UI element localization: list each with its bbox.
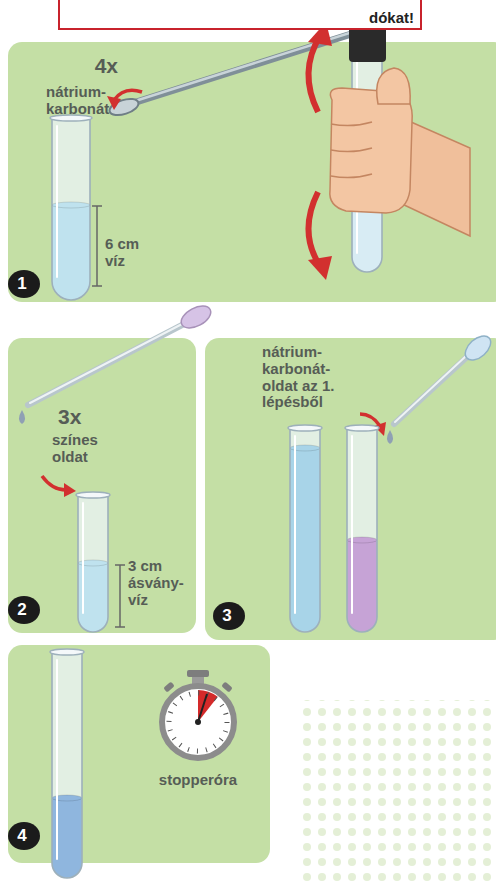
step-text: dókat! <box>252 10 414 27</box>
drop <box>387 430 393 444</box>
tube-glass <box>52 652 82 878</box>
warning-box: dókat! <box>58 0 422 30</box>
step-panel <box>8 645 270 863</box>
stopwatch-case <box>162 686 234 758</box>
tube-glass <box>52 118 90 300</box>
dropper-glass <box>28 324 184 405</box>
step-number-text: 3 <box>213 606 241 625</box>
tube-rim <box>50 649 84 655</box>
stopwatch-pivot <box>195 719 201 725</box>
step-panel: stopperóra 4 <box>8 645 270 863</box>
height-bracket <box>115 564 125 566</box>
tube-glass <box>290 428 320 632</box>
finger-line <box>331 122 372 178</box>
stopper <box>349 26 386 62</box>
thumb <box>377 68 410 104</box>
height-bracket <box>92 205 102 207</box>
tube-outline <box>52 652 82 878</box>
dropper-glass <box>394 356 468 424</box>
tube-outline <box>347 428 377 632</box>
stopwatch-ticks <box>169 693 227 751</box>
height-bracket <box>119 565 121 627</box>
step-number: 3 <box>213 602 245 630</box>
dropper-bulb <box>461 331 495 364</box>
dropper-bulb <box>178 302 215 333</box>
tube-outline <box>290 428 320 632</box>
stopwatch-button <box>163 681 175 692</box>
tube-glass <box>78 495 108 632</box>
step-text: 3 cm ásvány- víz <box>128 558 194 608</box>
tube-highlight <box>82 503 84 613</box>
drop <box>19 410 25 424</box>
step-text: 6 cm víz <box>105 236 157 270</box>
dropper-glass <box>395 356 466 422</box>
pour-arrow <box>42 476 66 490</box>
step-number: 4 <box>8 822 40 850</box>
tube-glass <box>347 428 377 632</box>
stopwatch-button <box>221 681 233 692</box>
tube-outline <box>52 118 90 300</box>
tube-highlight <box>56 660 58 859</box>
tube-rim <box>345 425 379 431</box>
step-number: 2 <box>8 596 40 624</box>
step-number-text: 4 <box>8 826 36 845</box>
arrow-head <box>308 256 332 280</box>
step-panel <box>8 338 196 633</box>
shake-arrow <box>308 192 320 266</box>
step-text: színes oldat <box>52 432 114 466</box>
step-text: nátrium- karbonát- oldat az 1. lépésből <box>262 344 348 411</box>
pour-arrow <box>360 414 380 426</box>
step-text: stopperóra <box>140 772 256 789</box>
tube-highlight <box>56 126 58 277</box>
tube-rim <box>288 425 322 431</box>
step-text: nátrium- karbonát <box>46 84 130 118</box>
tube-outline <box>78 495 108 632</box>
step-panel <box>205 338 496 640</box>
step-panel: nátrium- karbonát- oldat az 1. lépésből 3 <box>205 338 496 640</box>
fist <box>330 88 412 213</box>
step-text: 4x <box>70 54 118 78</box>
step-panel: 3x színes oldat 3 cm ásvány- víz 2 <box>8 338 196 633</box>
height-bracket <box>115 626 125 628</box>
height-bracket <box>96 206 98 286</box>
step-panel <box>8 42 496 302</box>
shake-arrow <box>308 36 320 112</box>
spoon-bowl <box>108 96 141 119</box>
tube-rim <box>76 492 110 498</box>
tube-highlight <box>351 436 353 613</box>
stopwatch-button <box>187 670 209 677</box>
height-bracket <box>92 285 102 287</box>
arrow-head <box>64 483 76 497</box>
step-panel: 4x nátrium- karbonát 6 cm víz 1 <box>8 42 496 302</box>
step-number-text: 2 <box>8 600 36 619</box>
tube-highlight <box>294 436 296 613</box>
dot-texture <box>300 700 496 882</box>
step-number-text: 1 <box>8 274 36 293</box>
step-text: 3x <box>58 405 98 429</box>
stopwatch-hand <box>198 694 207 722</box>
step-number: 1 <box>8 270 40 298</box>
dropper-glass <box>30 324 182 403</box>
